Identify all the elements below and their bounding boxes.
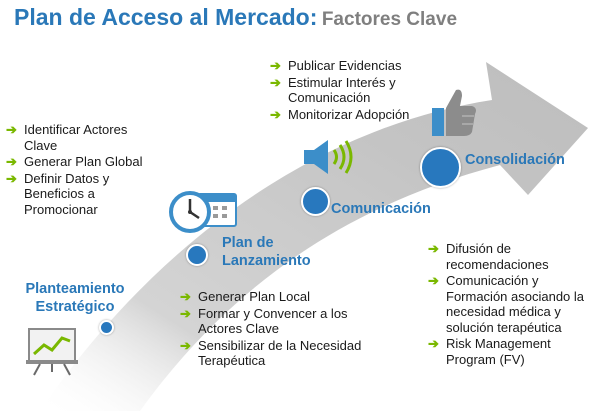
stage2-dot: [186, 244, 208, 266]
stage4-bullet-3: ➔Risk Management Program (FV): [428, 336, 551, 367]
stage4-label: Consolidación: [465, 152, 565, 168]
page-title: Plan de Acceso al Mercado: Factores Clav…: [14, 4, 457, 31]
stage2-bullets: ➔Generar Plan Local ➔Formar y Convencer …: [180, 289, 380, 370]
bullet-arrow-icon: ➔: [180, 289, 191, 304]
title-main: Plan de Acceso al Mercado:: [14, 4, 318, 30]
clock-calendar-icon: [169, 191, 237, 233]
stage3-bullet-1: ➔Publicar Evidencias: [270, 58, 402, 73]
title-subtitle: Factores Clave: [321, 9, 458, 30]
bullet-arrow-icon: ➔: [6, 170, 17, 186]
bullet-arrow-icon: ➔: [270, 58, 281, 73]
stage1-label: Planteamiento Estratégico: [25, 281, 125, 315]
stage1-dot: [99, 320, 114, 335]
stage2-bullet-3: ➔Sensibilizar de la Necesidad Terapéutic…: [180, 337, 362, 369]
stage4-bullet-2: ➔Comunicación y Formación asociando la n…: [428, 273, 585, 335]
bullet-arrow-icon: ➔: [180, 337, 191, 353]
stage3-bullet-3: ➔Monitorizar Adopción: [270, 106, 410, 122]
stage1-bullet-2: ➔Generar Plan Global: [6, 154, 143, 169]
stage2-label: Plan de Lanzamiento: [222, 235, 311, 269]
stage2-bullet-2: ➔Formar y Convencer a los Actores Clave: [180, 305, 348, 337]
bullet-arrow-icon: ➔: [6, 154, 17, 169]
stage1-bullets: ➔Identificar Actores Clave ➔Generar Plan…: [6, 122, 156, 218]
stage4-bullet-1: ➔Difusión de recomendaciones: [428, 241, 549, 272]
bullet-arrow-icon: ➔: [180, 305, 191, 321]
bullet-arrow-icon: ➔: [428, 241, 439, 256]
stage3-bullet-2: ➔Estimular Interés y Comunicación: [270, 74, 396, 106]
stage1-bullet-3: ➔Definir Datos y Beneficios a Promociona…: [6, 170, 110, 217]
stage3-dot: [301, 187, 330, 216]
bullet-arrow-icon: ➔: [428, 273, 439, 288]
speaker-icon: [304, 140, 353, 174]
stage4-bullets: ➔Difusión de recomendaciones ➔Comunicaci…: [428, 241, 598, 368]
stage4-dot: [420, 147, 461, 188]
stage3-bullets: ➔Publicar Evidencias ➔Estimular Interés …: [270, 58, 450, 123]
stage1-bullet-1: ➔Identificar Actores Clave: [6, 122, 128, 153]
bullet-arrow-icon: ➔: [6, 122, 17, 137]
bullet-arrow-icon: ➔: [270, 74, 281, 90]
stage3-label: Comunicación: [331, 201, 431, 217]
chart-board-icon: [26, 328, 78, 376]
bullet-arrow-icon: ➔: [270, 106, 281, 122]
bullet-arrow-icon: ➔: [428, 336, 439, 351]
stage2-bullet-1: ➔Generar Plan Local: [180, 289, 311, 304]
thumbs-up-icon: [432, 89, 476, 136]
